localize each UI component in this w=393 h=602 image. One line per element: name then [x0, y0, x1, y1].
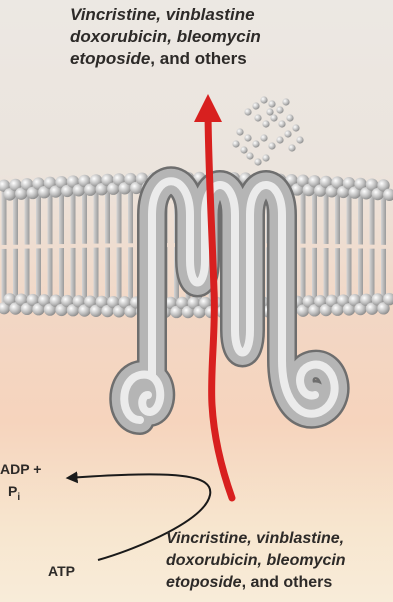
drug-molecule-atom — [278, 120, 285, 127]
outside-substrate-line3-rest: , and others — [150, 49, 246, 68]
lipid-tail-lower — [358, 248, 363, 303]
lipid-tail-upper — [105, 186, 110, 244]
drug-molecule-atom — [262, 154, 269, 161]
lipid-tail-lower — [25, 249, 30, 303]
drug-molecule-atom — [260, 96, 267, 103]
lipid-tail-lower — [48, 248, 53, 303]
drug-molecule-atom — [286, 114, 293, 121]
lipid-tail-upper — [36, 190, 41, 245]
inside-substrate-line3-rest: , and others — [242, 574, 333, 591]
adp-label: ADP + — [0, 460, 41, 478]
drug-molecule-atom — [244, 108, 251, 115]
drug-molecule-atom — [296, 136, 303, 143]
lipid-tail-lower — [36, 248, 41, 303]
lipid-tail-lower — [105, 247, 110, 305]
drug-molecule-atom — [262, 120, 269, 127]
lipid-tail-upper — [335, 189, 340, 245]
lipid-tail-lower — [94, 248, 99, 305]
lipid-tail-lower — [381, 249, 386, 302]
drug-molecule-atom — [282, 98, 289, 105]
lipid-tail-upper — [48, 189, 53, 244]
inside-substrate-line2: doxorubicin, bleomycin — [166, 552, 346, 569]
drug-molecule-atom — [268, 100, 275, 107]
drug-molecule-atom — [276, 106, 283, 113]
lipid-tail-upper — [25, 190, 30, 244]
lipid-tail-upper — [71, 188, 76, 244]
lipid-tail-lower — [117, 247, 122, 305]
lipid-tail-lower — [82, 248, 87, 305]
lipid-tail-upper — [59, 188, 64, 244]
lipid-tail-upper — [94, 186, 99, 243]
outside-substrate-line3-italic: etoposide — [70, 49, 150, 68]
drug-molecule-atom — [270, 114, 277, 121]
lipid-tail-upper — [128, 185, 133, 243]
atp-label: ATP — [48, 560, 75, 582]
outside-substrate-label: Vincristine, vinblastine doxorubicin, bl… — [70, 4, 261, 70]
drug-molecule-atom — [266, 108, 273, 115]
lipid-tail-lower — [71, 248, 76, 304]
phosphate-subscript: i — [17, 492, 20, 503]
lipid-tail-upper — [358, 190, 363, 245]
lipid-tail-lower — [335, 248, 340, 304]
phosphate-label: Pi — [8, 480, 20, 509]
lipid-tail-lower — [2, 249, 7, 302]
lipid-tail-lower — [301, 248, 306, 305]
drug-molecule-atom — [260, 134, 267, 141]
phosphate-letter: P — [8, 483, 17, 499]
lipid-tail-upper — [82, 187, 87, 244]
lipid-tail-upper — [2, 192, 7, 245]
drug-molecule-atom — [232, 140, 239, 147]
drug-molecule-atom — [252, 140, 259, 147]
inside-substrate-label: Vincristine, vinblastine, doxorubicin, b… — [166, 528, 346, 594]
lipid-tail-upper — [301, 187, 306, 244]
lipid-tail-lower — [324, 248, 329, 304]
lipid-tail-lower — [370, 249, 375, 303]
lipid-tail-upper — [312, 187, 317, 244]
drug-molecule-atom — [276, 136, 283, 143]
lipid-tail-lower — [59, 248, 64, 304]
drug-molecule-atom — [254, 114, 261, 121]
lipid-tail-lower — [312, 248, 317, 305]
inside-substrate-line1: Vincristine, vinblastine, — [166, 530, 344, 547]
drug-molecule-atom — [236, 128, 243, 135]
drug-molecule-atom — [244, 134, 251, 141]
lipid-tail-upper — [324, 188, 329, 244]
drug-molecule-atom — [254, 158, 261, 165]
drug-molecule-atom — [284, 130, 291, 137]
drug-molecule-atom — [240, 146, 247, 153]
outside-substrate-line1: Vincristine, vinblastine — [70, 5, 255, 24]
lipid-tail-upper — [347, 189, 352, 244]
lipid-tail-upper — [117, 185, 122, 243]
drug-molecule-atom — [288, 144, 295, 151]
lipid-tail-lower — [128, 247, 133, 305]
drug-molecule-cluster — [232, 96, 303, 165]
drug-molecule-atom — [252, 102, 259, 109]
outside-substrate-line2: doxorubicin, bleomycin — [70, 27, 261, 46]
inside-substrate-line3-italic: etoposide — [166, 574, 242, 591]
lipid-tail-lower — [13, 249, 18, 303]
lipid-tail-lower — [347, 248, 352, 303]
drug-molecule-atom — [246, 152, 253, 159]
drug-molecule-atom — [268, 142, 275, 149]
drug-molecule-atom — [292, 124, 299, 131]
